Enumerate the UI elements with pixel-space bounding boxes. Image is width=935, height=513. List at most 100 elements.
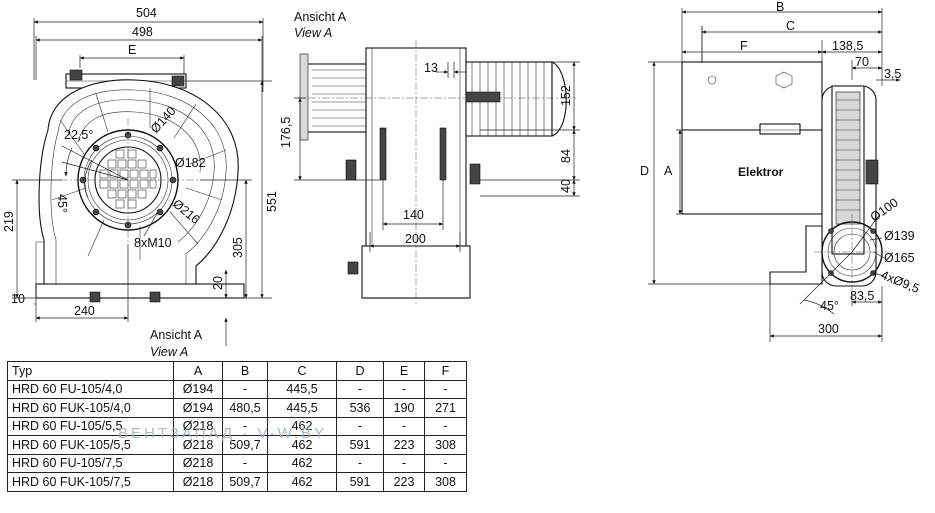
view-a-title-de: Ansicht A: [294, 10, 347, 24]
view-a-title-en: View A: [294, 26, 332, 40]
dim-498: 498: [132, 25, 153, 39]
angle-22-5: 22,5°: [64, 128, 93, 142]
cell-b: 480,5: [222, 398, 268, 418]
header-b: B: [222, 361, 268, 381]
dia-139: Ø139: [884, 229, 915, 243]
cell-c: 445,5: [267, 379, 337, 399]
header-c: C: [267, 361, 337, 381]
table-row: HRD 60 FU-105/7,5 Ø218 - 462 - - -: [7, 453, 467, 473]
header-a: A: [173, 361, 223, 381]
dim-152: 152: [559, 85, 573, 106]
cell-typ: HRD 60 FUK-105/4,0: [7, 398, 174, 418]
cell-f: 308: [424, 472, 467, 492]
table-row: HRD 60 FUK-105/4,0 Ø194 480,5 445,5 536 …: [7, 398, 467, 418]
cell-f: -: [424, 453, 467, 473]
dim-d: D: [640, 164, 649, 178]
cell-typ: HRD 60 FUK-105/5,5: [7, 435, 174, 455]
dim-3-5: 3,5: [884, 67, 901, 81]
cell-b: -: [222, 416, 268, 436]
cell-e: -: [383, 453, 425, 473]
table-row: HRD 60 FU-105/4,0 Ø194 - 445,5 - - -: [7, 379, 467, 399]
cell-typ: HRD 60 FU-105/4,0: [7, 379, 174, 399]
dim-176-5: 176,5: [279, 117, 293, 148]
cell-c: 462: [267, 435, 337, 455]
holes-4x9-5: 4xØ9,5: [879, 268, 922, 296]
cell-e: -: [383, 416, 425, 436]
cell-typ: HRD 60 FUK-105/7,5: [7, 472, 174, 492]
thread-8xm10: 8xM10: [134, 236, 172, 250]
cell-typ: HRD 60 FU-105/7,5: [7, 453, 174, 473]
dim-70: 70: [855, 55, 869, 69]
cell-d: -: [336, 416, 384, 436]
dim-e: E: [128, 43, 136, 57]
cell-d: -: [336, 379, 384, 399]
dim-84: 84: [559, 149, 573, 163]
cell-a: Ø218: [173, 453, 223, 473]
cell-b: -: [222, 453, 268, 473]
cell-c: 462: [267, 416, 337, 436]
cell-f: -: [424, 416, 467, 436]
table-row: HRD 60 FUK-105/7,5 Ø218 509,7 462 591 22…: [7, 472, 467, 492]
dim-f: F: [740, 39, 748, 53]
dim-20: 20: [211, 276, 225, 290]
dim-83-5: 83,5: [850, 289, 874, 303]
dim-300: 300: [818, 322, 839, 336]
cell-a: Ø218: [173, 472, 223, 492]
cell-a: Ø194: [173, 379, 223, 399]
header-e: E: [383, 361, 425, 381]
right-view: B C F 138,5 70 3,5 D A Elektror: [640, 0, 922, 342]
cell-b: 509,7: [222, 472, 268, 492]
dim-138-5: 138,5: [832, 39, 863, 53]
cell-d: -: [336, 453, 384, 473]
cell-c: 462: [267, 472, 337, 492]
view-a-arrow-de: Ansicht A: [150, 328, 203, 342]
dim-10: 10: [11, 292, 25, 306]
dim-200: 200: [405, 232, 426, 246]
cell-e: 223: [383, 435, 425, 455]
front-view: 504 498 E: [2, 6, 279, 322]
cell-f: -: [424, 379, 467, 399]
dim-219: 219: [2, 211, 16, 232]
dim-504: 504: [136, 6, 157, 20]
cell-e: 190: [383, 398, 425, 418]
cell-a: Ø218: [173, 416, 223, 436]
side-view: Ansicht A View A: [279, 10, 580, 306]
header-d: D: [336, 361, 384, 381]
table-row: HRD 60 FUK-105/5,5 Ø218 509,7 462 591 22…: [7, 435, 467, 455]
cell-d: 591: [336, 435, 384, 455]
dim-b: B: [776, 0, 784, 14]
dim-240: 240: [74, 304, 95, 318]
cell-a: Ø194: [173, 398, 223, 418]
cell-b: 509,7: [222, 435, 268, 455]
dim-140: 140: [403, 208, 424, 222]
brand-elektror: Elektror: [738, 165, 784, 179]
view-a-arrow: Ansicht A View A: [150, 317, 228, 359]
view-a-arrow-en: View A: [150, 345, 188, 359]
cell-f: 271: [424, 398, 467, 418]
cell-a: Ø218: [173, 435, 223, 455]
dia-165: Ø165: [884, 251, 915, 265]
angle-45-right: 45°: [820, 299, 839, 313]
cell-typ: HRD 60 FU-105/5,5: [7, 416, 174, 436]
cell-e: 223: [383, 472, 425, 492]
dim-13: 13: [424, 61, 438, 75]
dim-c: C: [786, 19, 795, 33]
header-f: F: [424, 361, 467, 381]
type-table: Typ A B C D E F HRD 60 FU-105/4,0 Ø194 -…: [7, 361, 467, 492]
header-typ: Typ: [7, 361, 174, 381]
cell-e: -: [383, 379, 425, 399]
dim-a: A: [664, 164, 673, 178]
dim-305: 305: [231, 237, 245, 258]
cell-c: 462: [267, 453, 337, 473]
table-header-row: Typ A B C D E F: [7, 361, 467, 381]
cell-b: -: [222, 379, 268, 399]
table-row: HRD 60 FU-105/5,5 Ø218 - 462 - - -: [7, 416, 467, 436]
cell-f: 308: [424, 435, 467, 455]
angle-45: 45°: [55, 194, 69, 213]
dim-551: 551: [265, 191, 279, 212]
cell-d: 591: [336, 472, 384, 492]
cell-d: 536: [336, 398, 384, 418]
dia-182: Ø182: [175, 156, 206, 170]
cell-c: 445,5: [267, 398, 337, 418]
